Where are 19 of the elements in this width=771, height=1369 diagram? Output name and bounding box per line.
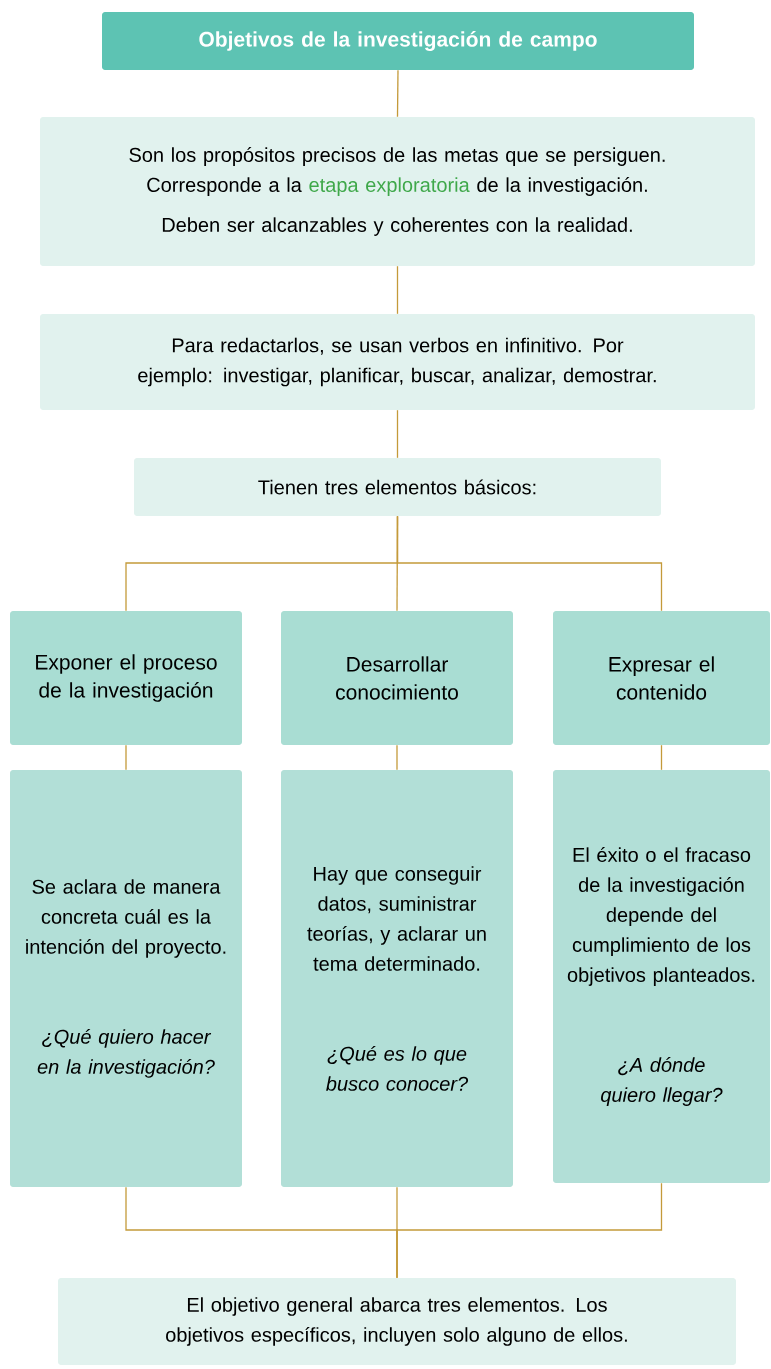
connector-line [396, 409, 399, 459]
text-box: El objetivo general abarca tres elementos. Los objetivos específicos, incluyen solo alguno de ellos. [58, 1278, 736, 1365]
connector-line [396, 1182, 663, 1279]
connector-line [396, 744, 398, 771]
connector-line [660, 744, 663, 771]
content-box: Hay que conseguir datos, suministrar teorías, y aclarar un tema determinado. ¿Qué es lo que busco conocer? [281, 770, 513, 1187]
connector-line [396, 69, 399, 118]
title-box: Objetivos de la investigación de campo [102, 12, 694, 70]
text-box: Para redactarlos, se usan verbos en infinitivo. Por ejemplo: investigar, planificar, buscar, analizar, demostrar. [40, 314, 755, 410]
connector-line [396, 515, 663, 612]
connector-line [125, 744, 127, 771]
text-box: Son los propósitos precisos de las metas que se persiguen. Corresponde a la etapa exploratoria de la investigación. Deben ser alcanzables y coherentes con la realidad. [40, 117, 755, 266]
connector-line [396, 265, 399, 315]
content-box: El éxito o el fracaso de la investigación depende del cumplimiento de los objetivos planteados. ¿A dónde quiero llegar? [553, 770, 770, 1183]
header-box: Expresar el contenido [553, 611, 770, 745]
header-box: Exponer el proceso de la investigación [10, 611, 242, 745]
text-box: Tienen tres elementos básicos: [134, 458, 661, 516]
header-box: Desarrollar conocimiento [281, 611, 513, 745]
content-box: Se aclara de manera concreta cuál es la intención del proyecto. ¿Qué quiero hacer en la investigación? [10, 770, 242, 1187]
